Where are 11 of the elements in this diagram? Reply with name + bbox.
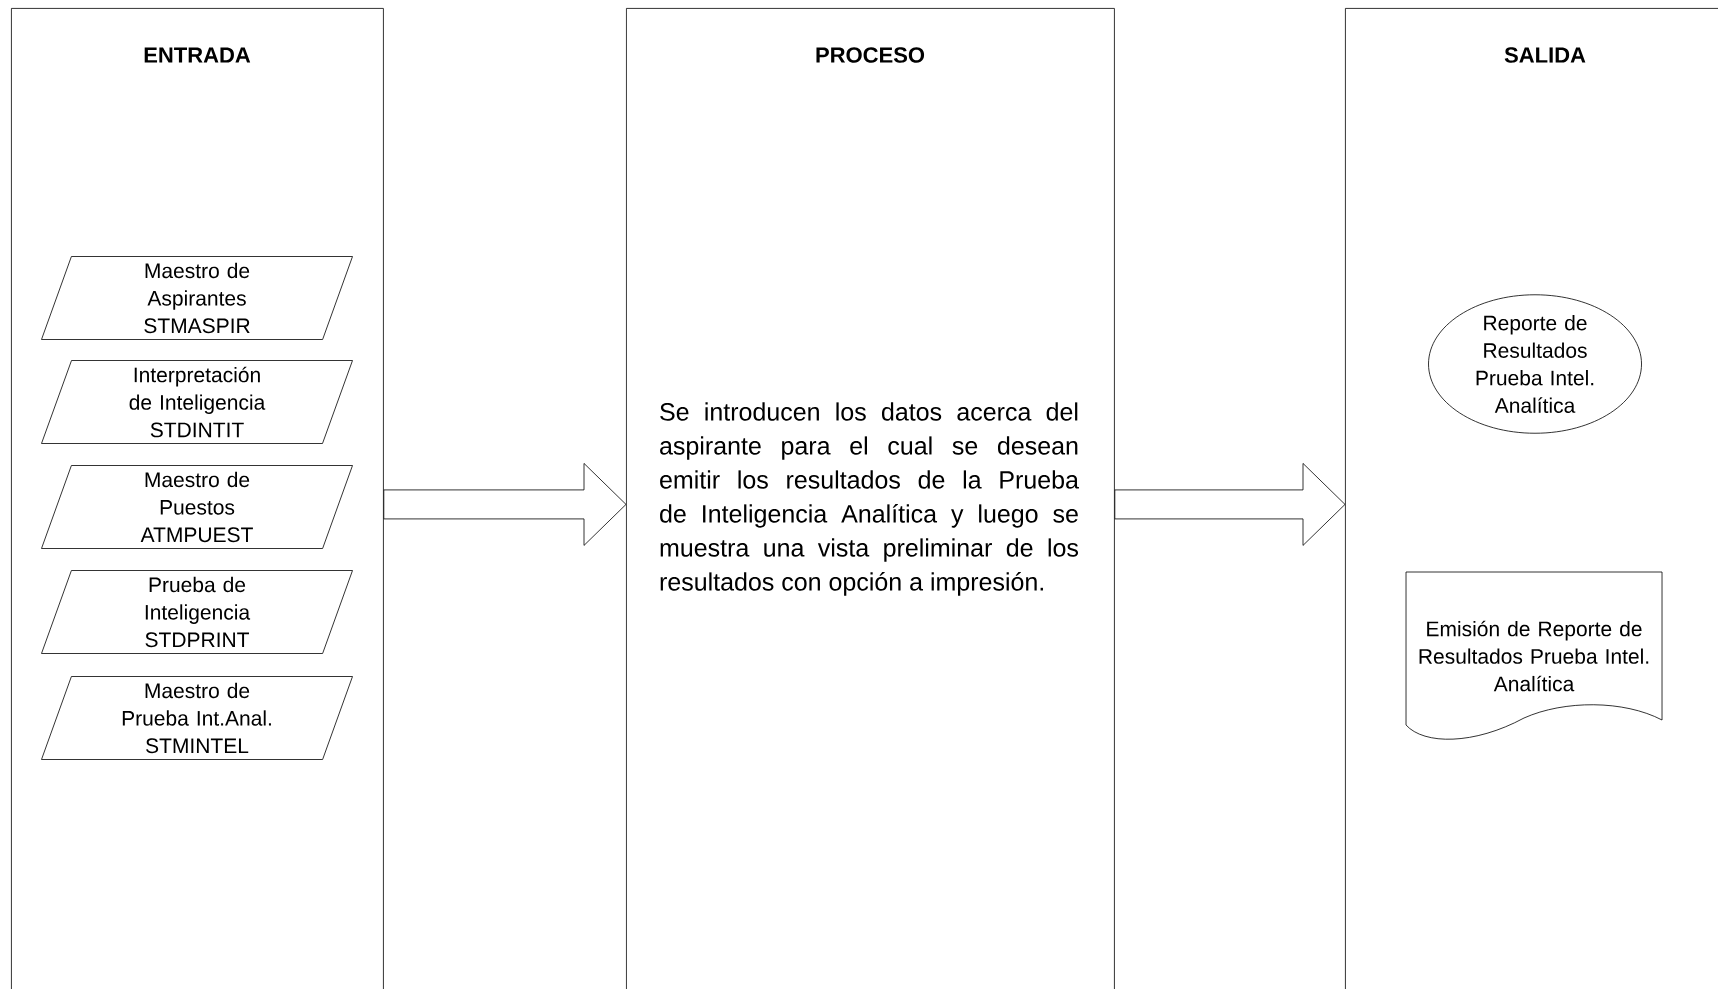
column-heading: SALIDA: [1504, 47, 1586, 63]
data-parallelogram: Maestro de Aspirantes STMASPIR: [41, 256, 353, 340]
column-heading: PROCESO: [816, 47, 925, 63]
data-parallelogram: Maestro de Puestos ATMPUEST: [41, 465, 353, 549]
process-description: Se introducen los datos acerca del aspirante para el cual se desean emitir los resultados de la Prueba de Inteligencia Analítica y luego se muestra una vista preliminar de los resultados con opción a impresión.: [660, 402, 1079, 596]
block-arrow: [383, 463, 627, 546]
column-heading: ENTRADA: [144, 47, 251, 63]
data-parallelogram: Maestro de Prueba Int.Anal. STMINTEL: [41, 676, 353, 760]
block-arrow: [1114, 463, 1346, 546]
data-parallelogram: Interpretación de Inteligencia STDINTIT: [41, 360, 353, 444]
data-parallelogram: Prueba de Inteligencia STDPRINT: [41, 570, 353, 654]
